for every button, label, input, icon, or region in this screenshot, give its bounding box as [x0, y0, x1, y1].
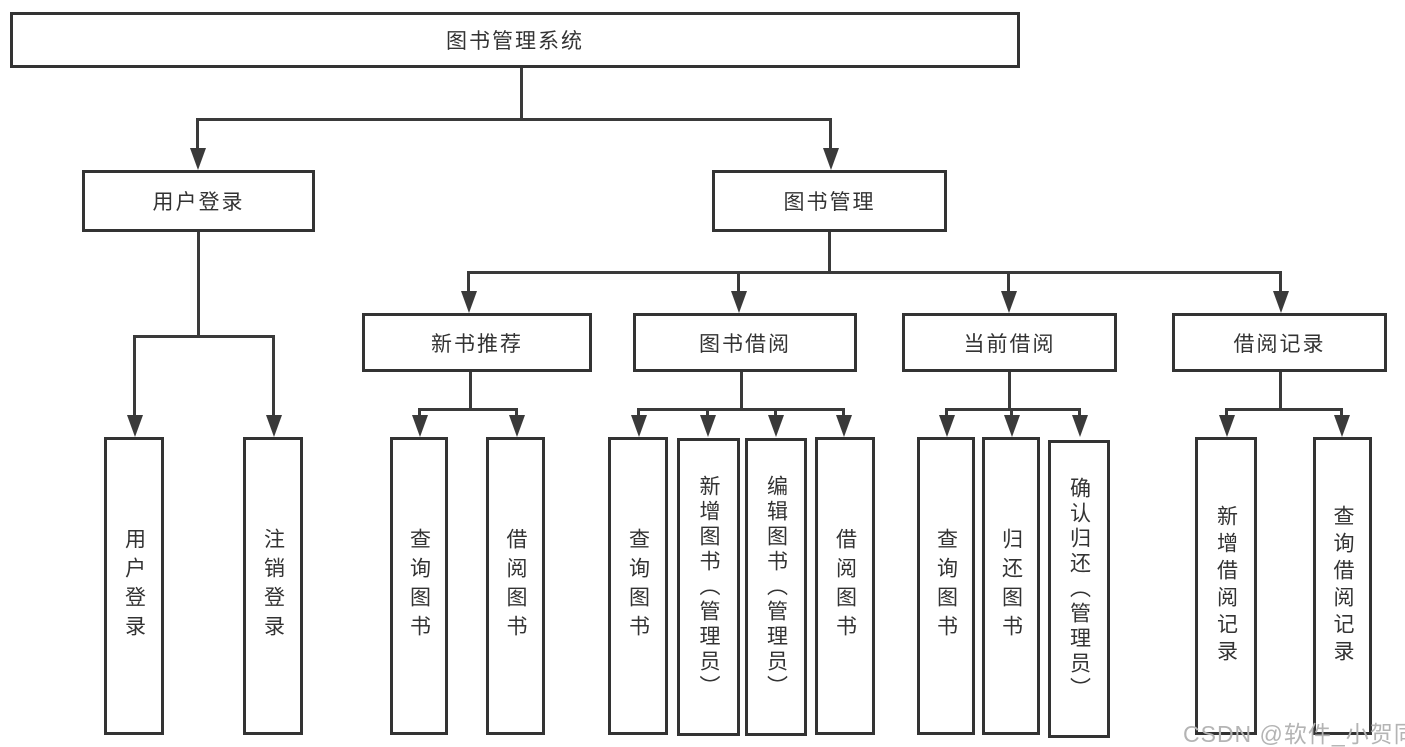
connector-line: [829, 118, 832, 150]
connector-line: [418, 408, 518, 411]
connector-line: [637, 408, 845, 411]
node-book-borrowing: 图书借阅: [633, 313, 857, 372]
connector-line: [706, 408, 709, 418]
connector-line: [197, 232, 200, 335]
connector-line: [1225, 408, 1228, 418]
node-new-book-recommendation: 新书推荐: [362, 313, 592, 372]
connector-line: [196, 118, 832, 121]
leaf-br-add-record: 新增借阅记录: [1195, 437, 1257, 735]
connector-arrow-down: [461, 291, 477, 313]
connector-line: [469, 372, 472, 408]
connector-line: [842, 408, 845, 418]
connector-arrow-down: [731, 291, 747, 313]
connector-line: [418, 408, 421, 418]
leaf-cb-query-books: 查询图书: [917, 437, 975, 735]
leaf-bb-add-books-admin: 新增图书（管理员）: [677, 438, 740, 736]
watermark-text: CSDN @软件_小贺同学: [1183, 721, 1405, 747]
connector-line: [740, 372, 743, 408]
leaf-logout: 注销登录: [243, 437, 303, 735]
connector-line: [637, 408, 640, 418]
connector-arrow-down: [127, 415, 143, 437]
connector-line: [133, 335, 275, 338]
connector-line: [945, 408, 1081, 411]
connector-line: [945, 408, 948, 418]
connector-line: [467, 271, 470, 293]
connector-arrow-down: [266, 415, 282, 437]
connector-arrow-down: [836, 415, 852, 437]
connector-line: [1225, 408, 1343, 411]
connector-line: [1279, 271, 1282, 293]
connector-line: [467, 271, 1282, 274]
connector-arrow-down: [939, 415, 955, 437]
node-book-management: 图书管理: [712, 170, 947, 232]
leaf-nbr-borrow-books: 借阅图书: [486, 437, 545, 735]
connector-line: [133, 335, 136, 417]
connector-line: [515, 408, 518, 418]
connector-line: [272, 335, 275, 417]
connector-arrow-down: [631, 415, 647, 437]
connector-line: [1007, 271, 1010, 293]
connector-arrow-down: [190, 148, 206, 170]
leaf-cb-return-books: 归还图书: [982, 437, 1040, 735]
connector-arrow-down: [1219, 415, 1235, 437]
node-library-management-system: 图书管理系统: [10, 12, 1020, 68]
node-user-login: 用户登录: [82, 170, 315, 232]
connector-line: [1279, 372, 1282, 408]
connector-line: [737, 271, 740, 293]
connector-arrow-down: [412, 415, 428, 437]
connector-arrow-down: [1001, 291, 1017, 313]
leaf-cb-confirm-return-admin: 确认归还（管理员）: [1048, 440, 1110, 738]
connector-arrow-down: [1273, 291, 1289, 313]
connector-line: [828, 232, 831, 271]
connector-line: [1008, 372, 1011, 408]
leaf-bb-borrow-books: 借阅图书: [815, 437, 875, 735]
connector-line: [520, 68, 523, 118]
leaf-user-login: 用户登录: [104, 437, 164, 735]
connector-line: [1010, 408, 1013, 418]
connector-line: [774, 408, 777, 418]
connector-line: [1340, 408, 1343, 418]
connector-arrow-down: [509, 415, 525, 437]
node-borrowing-records: 借阅记录: [1172, 313, 1387, 372]
connector-arrow-down: [700, 415, 716, 437]
connector-arrow-down: [1072, 415, 1088, 437]
leaf-br-query-record: 查询借阅记录: [1313, 437, 1372, 735]
connector-line: [1078, 408, 1081, 418]
connector-arrow-down: [1004, 415, 1020, 437]
leaf-bb-edit-books-admin: 编辑图书（管理员）: [745, 438, 807, 736]
connector-arrow-down: [1334, 415, 1350, 437]
connector-arrow-down: [768, 415, 784, 437]
connector-line: [196, 118, 199, 150]
node-current-borrowing: 当前借阅: [902, 313, 1117, 372]
leaf-nbr-query-books: 查询图书: [390, 437, 448, 735]
connector-arrow-down: [823, 148, 839, 170]
leaf-bb-query-books: 查询图书: [608, 437, 668, 735]
